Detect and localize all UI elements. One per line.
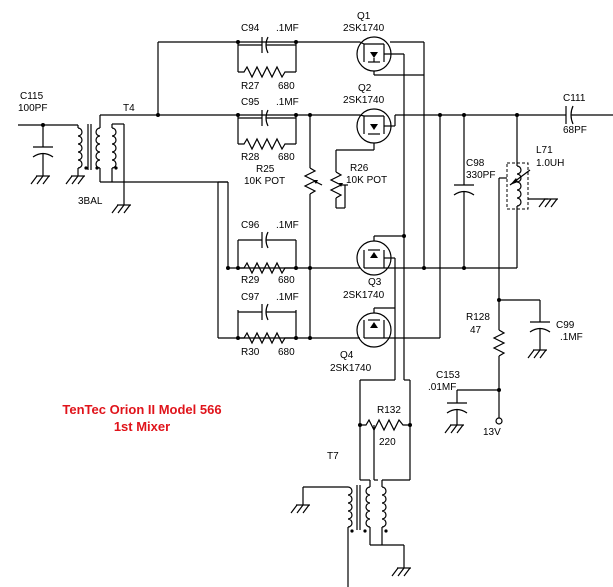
c111-ref: C111 (563, 93, 586, 104)
t4-note: 3BAL (78, 196, 103, 207)
r26-ref: R26 (350, 163, 369, 174)
q3-ref: Q3 (368, 277, 382, 288)
c97-ref: C97 (241, 292, 260, 303)
r25-ref: R25 (256, 164, 275, 175)
q2-ref: Q2 (358, 83, 372, 94)
c94-value: .1MF (276, 23, 299, 34)
l71-ref: L71 (536, 145, 553, 156)
l71-value: 1.0UH (536, 158, 564, 169)
l71-inductor (498, 113, 559, 300)
q3-part: 2SK1740 (343, 290, 385, 301)
supply-label: 13V (483, 427, 501, 438)
r28-value: 680 (278, 152, 295, 163)
left-bus (156, 41, 360, 339)
r27-value: 680 (278, 81, 295, 92)
c95-ref: C95 (241, 97, 260, 108)
r25-value: 10K POT (244, 176, 285, 187)
r28-ref: R28 (241, 152, 260, 163)
t7-transformer (290, 479, 412, 587)
rc-pair-2 (236, 109, 298, 151)
q4-part: 2SK1740 (330, 363, 372, 374)
r29-value: 680 (278, 275, 295, 286)
c96-value: .1MF (276, 220, 299, 231)
c99-ref: C99 (556, 320, 575, 331)
r132-value: 220 (379, 437, 396, 448)
c99-capacitor (527, 300, 551, 359)
t7-ref: T7 (327, 451, 339, 462)
c115-capacitor (18, 123, 78, 185)
c98-value: 330PF (466, 170, 495, 181)
c153-capacitor (444, 389, 499, 434)
r30-value: 680 (278, 347, 295, 358)
q4-fet (356, 307, 395, 348)
r132-ref: R132 (377, 405, 401, 416)
r26-pot (329, 149, 356, 209)
q3-fet (356, 235, 404, 276)
c97-value: .1MF (276, 292, 299, 303)
c153-ref: C153 (436, 370, 460, 381)
c115-ref: C115 (20, 91, 44, 102)
c94-ref: C94 (241, 23, 260, 34)
c98-capacitor (453, 113, 475, 270)
r29-ref: R29 (241, 275, 260, 286)
c96-ref: C96 (241, 220, 260, 231)
c111-capacitor (560, 105, 613, 125)
r128-value: 47 (470, 325, 482, 336)
r26-value: 10K POT (346, 175, 387, 186)
schematic-subtitle: 1st Mixer (114, 419, 170, 434)
q2-part: 2SK1740 (343, 95, 385, 106)
q1-part: 2SK1740 (343, 23, 385, 34)
c153-value: .01MF (428, 382, 456, 393)
q2-fet (356, 108, 395, 151)
t4-transformer (65, 114, 228, 214)
c111-value: 68PF (563, 125, 587, 136)
rc-pair-3 (236, 231, 298, 275)
rc-pair-4 (236, 303, 298, 345)
r132-resistor (358, 380, 412, 480)
c95-value: .1MF (276, 97, 299, 108)
r30-ref: R30 (241, 347, 260, 358)
r128-resistor (492, 298, 540, 425)
t4-ref: T4 (123, 103, 135, 114)
c115-value: 100PF (18, 103, 47, 114)
q1-ref: Q1 (357, 11, 371, 22)
c98-ref: C98 (466, 158, 485, 169)
r25-pot (303, 113, 323, 340)
fet-buses (360, 41, 560, 381)
r27-ref: R27 (241, 81, 260, 92)
c99-value: .1MF (560, 332, 583, 343)
q4-ref: Q4 (340, 350, 354, 361)
schematic-title: TenTec Orion II Model 566 (62, 402, 221, 417)
q1-fet (356, 36, 404, 75)
r128-ref: R128 (466, 312, 490, 323)
rc-pair-1 (236, 36, 298, 79)
